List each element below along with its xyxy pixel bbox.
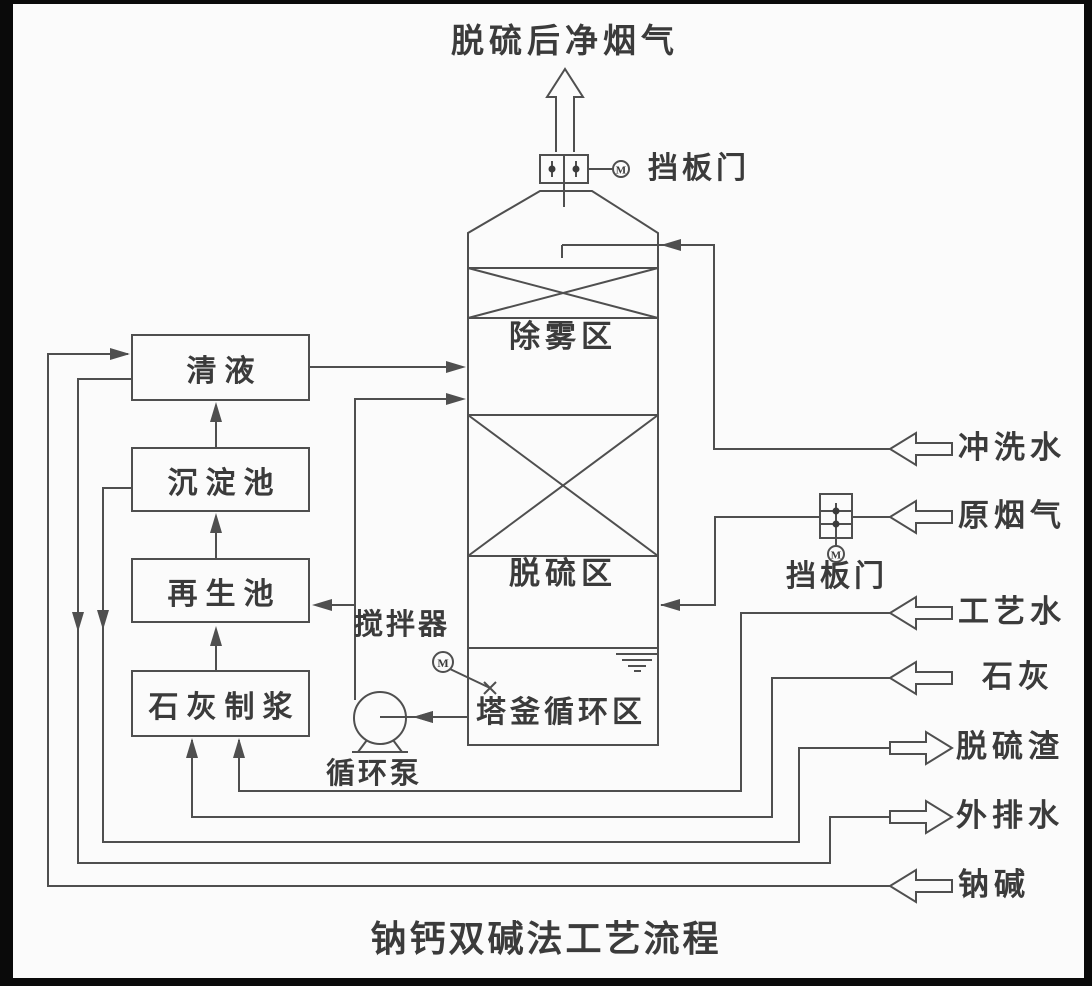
stream-arrow-slag-out [890,732,952,764]
pump-base [352,740,408,752]
damper-top-motor-letter: M [616,165,627,177]
pipe-flushing-water [562,245,890,449]
photo-border-top [0,0,1092,4]
damper-top-label: 挡板门 [648,152,750,185]
box-settling-tank: 沉淀池 [131,447,310,512]
pipe-naoh-to-clear-liquid [48,354,890,886]
diagram-title: 钠钙双碱法工艺流程 [370,919,722,959]
stream-label-process-water: 工艺水 [958,594,1066,629]
stream-label-drain: 外排水 [956,798,1064,833]
zone-desulfurization-label: 脱硫区 [509,556,617,591]
tower-outline [468,191,658,745]
pump-label: 循环泵 [326,758,423,790]
damper-top-motor-icon [613,161,629,177]
agitator-motor-icon [433,652,453,672]
stream-arrows [890,433,952,902]
agitator-label: 搅拌器 [354,609,451,641]
stream-label-raw-flue-gas: 原烟气 [958,498,1066,533]
liquid-level-symbol [616,654,658,671]
damper-top-pivot-1 [548,165,556,173]
stream-label-slag: 脱硫渣 [956,729,1064,764]
pipe-clear-to-drain [78,379,890,863]
arrowhead-clear-down [72,612,84,632]
stream-arrow-drain-out [890,801,952,833]
box-lime-slurry-label: 石灰制浆 [148,690,301,724]
stream-arrow-flushing-water [890,433,952,465]
box-clear-liquid: 清液 [131,334,310,401]
arrowhead-pump-suction [413,711,433,723]
damper-side-pivot-1 [832,507,840,515]
pipe-pump-riser [355,399,447,700]
arrowhead-into-clear [210,402,222,422]
photo-border-right [1084,0,1092,986]
damper-side-pivot-2 [832,520,840,528]
arrowhead-riser-into-tower [446,393,466,405]
box-settling-tank-label: 沉淀池 [167,466,282,500]
damper-side-motor-icon [828,546,844,562]
stream-label-flushing-water: 冲洗水 [958,430,1066,465]
arrowhead-lime-into-slurry [186,738,198,758]
arrowhead-gas-into-tower [660,599,680,611]
demister-pad [468,268,658,318]
arrowhead-clear-into-tower [446,361,466,373]
damper-side-motor-letter: M [831,550,842,562]
damper-top: M [540,155,629,183]
zone-sump-label: 塔釜循环区 [476,696,646,729]
damper-side-label: 挡板门 [786,560,888,593]
arrowhead-water-into-slurry [233,738,245,758]
agitator-shaft-impeller [450,669,496,694]
box-regeneration-tank: 再生池 [131,558,310,623]
damper-side: M [820,494,852,562]
stream-label-naoh: 钠碱 [958,867,1030,902]
packing-section [468,415,658,556]
box-clear-liquid-label: 清液 [186,354,263,388]
arrowhead-into-settling [210,513,222,533]
arrowhead-settling-down [97,610,109,630]
arrowhead-into-regeneration [312,599,332,611]
agitator-motor-letter: M [437,656,448,670]
agitator-symbol: M [433,652,496,694]
stream-arrow-process-water [890,597,952,629]
box-regeneration-tank-label: 再生池 [167,577,282,611]
pipe-water-to-lime-slurry [239,613,890,791]
circulation-pump-symbol [352,692,433,752]
stream-arrow-naoh [890,870,952,902]
pipe-settling-to-slag [103,488,890,842]
damper-top-pivot-2 [572,165,580,173]
stream-arrow-raw-flue-gas [890,501,952,533]
clean-gas-vent-arrow [547,69,583,152]
zone-demister-label: 除雾区 [509,319,617,354]
damper-top-blades [552,155,576,183]
arrowhead-into-clear-liquid [110,348,130,360]
pipe-raw-flue-gas [661,517,890,605]
arrowhead-into-regen [210,626,222,646]
absorber-tower [468,183,658,745]
arrowhead-flush-into-tower [661,239,681,251]
box-lime-slurry: 石灰制浆 [131,670,310,737]
stream-label-lime: 石灰 [982,659,1054,694]
photo-border-bottom [0,978,1092,986]
clean-gas-label: 脱硫后净烟气 [451,24,679,60]
photo-border-left [0,0,13,986]
stream-arrow-lime [890,662,952,694]
pipe-lime-to-lime-slurry [192,678,890,817]
